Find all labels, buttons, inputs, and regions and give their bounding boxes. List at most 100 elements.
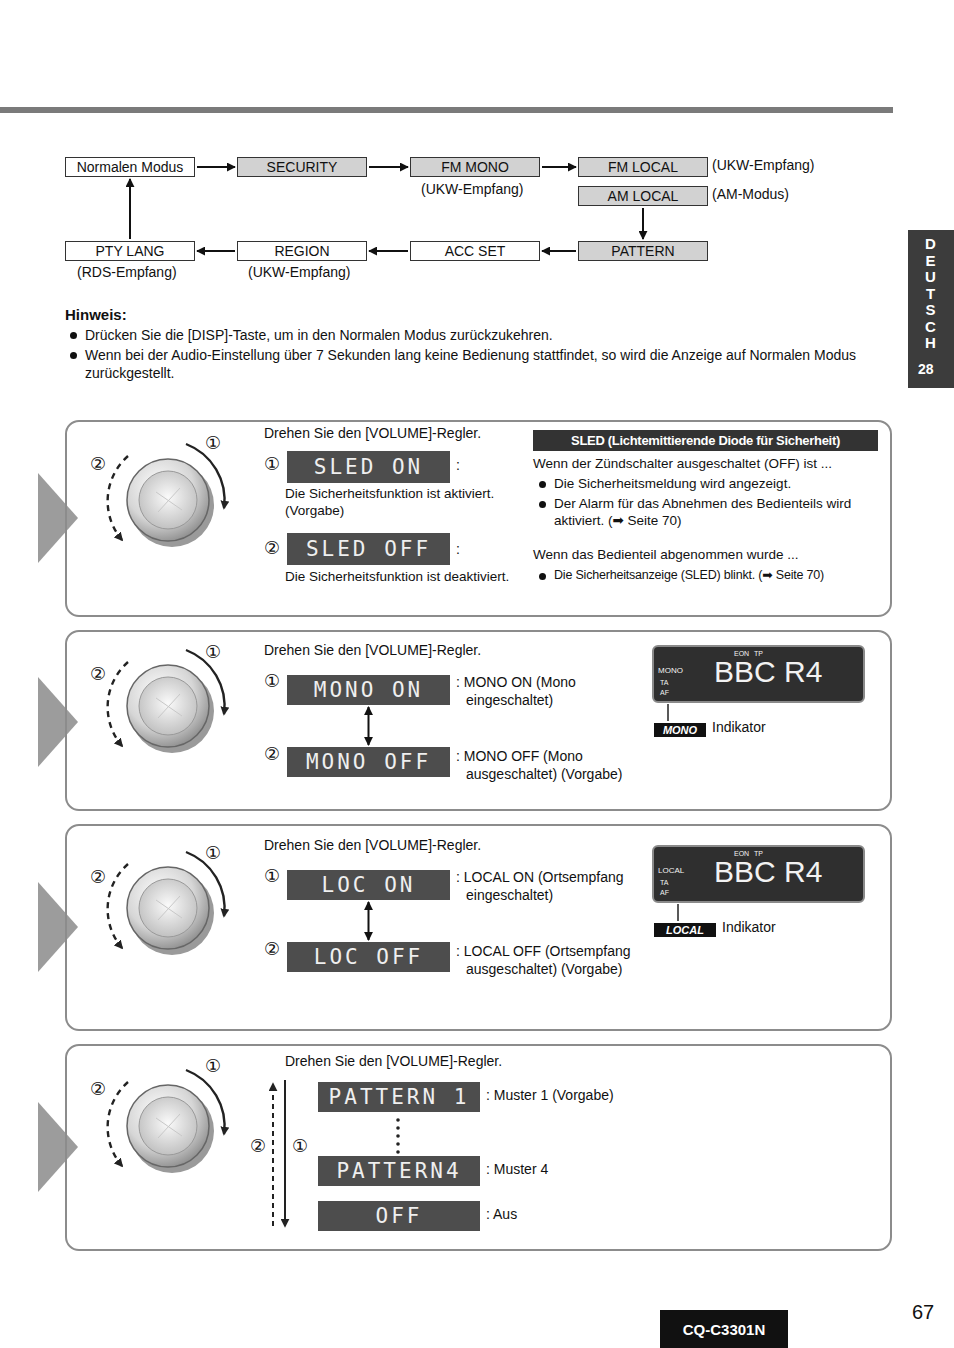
note-text: Die Sicherheitsfunktion ist deaktiviert. <box>285 569 510 586</box>
flow-arrow <box>369 250 408 252</box>
instruction-text: Drehen Sie den [VOLUME]-Regler. <box>264 838 481 853</box>
volume-knob <box>108 852 225 955</box>
mode-box: PATTERN <box>578 241 708 261</box>
lcd-display: LOC ON <box>287 870 450 900</box>
box-text: MONO ON <box>314 678 424 702</box>
flow-arrow <box>542 166 576 168</box>
lcd-display: OFF <box>318 1201 480 1231</box>
note-text: Indikator <box>722 919 776 937</box>
lcd-display: MONO OFF <box>287 747 450 777</box>
step-panel: Drehen Sie den [VOLUME]-Regler. MONO ON MO… <box>65 630 892 811</box>
option-text: : LOCAL ON (Ortsempfang eingeschaltet) <box>456 869 656 904</box>
lcd-display: PATTERN4 <box>318 1156 480 1186</box>
box-text: Normalen Modus <box>77 159 184 175</box>
callout-number: ② <box>264 745 280 763</box>
small-label: AF <box>660 689 669 697</box>
header-bar <box>0 107 893 113</box>
box-text: PTY LANG <box>96 243 165 259</box>
indicator-tag: MONO <box>654 723 706 737</box>
direction-arrow <box>284 1080 286 1226</box>
option-text: : MONO OFF (Mono ausgeschaltet) (Vorgabe… <box>456 748 646 783</box>
lcd-display: MONO ON <box>287 675 450 705</box>
note-text: Drücken Sie die [DISP]-Taste, um in den … <box>85 327 885 345</box>
indicator-tag: LOCAL <box>654 923 716 937</box>
step-panel: Drehen Sie den [VOLUME]-Regler. PATTERN 1… <box>65 1044 892 1251</box>
box-text: ACC SET <box>445 243 506 259</box>
note-text: : Muster 1 (Vorgabe) <box>486 1087 614 1105</box>
mode-box: ACC SET <box>410 241 540 261</box>
callout-number: ① <box>264 867 280 885</box>
note-text: (AM-Modus) <box>712 186 789 204</box>
instruction-text: Drehen Sie den [VOLUME]-Regler. <box>285 1054 502 1069</box>
callout-number: ① <box>205 643 221 661</box>
option-text: : LOCAL OFF (Ortsempfang ausgeschaltet) … <box>456 943 656 978</box>
note-text: : Aus <box>486 1206 517 1224</box>
flow-arrow <box>129 179 131 239</box>
display-text: BBC R4 <box>714 855 822 888</box>
flow-arrow <box>197 166 235 168</box>
note-text: : <box>456 541 460 559</box>
callout-number: ① <box>205 1057 221 1075</box>
small-label: AF <box>660 889 669 897</box>
mode-box: FM MONO <box>410 157 540 177</box>
callout-number: ② <box>264 539 280 557</box>
bullet <box>70 352 77 359</box>
note-text: : Muster 4 <box>486 1161 548 1179</box>
mode-box: REGION <box>237 241 367 261</box>
callout-number: ① <box>292 1137 308 1155</box>
box-text: MONO OFF <box>306 750 431 774</box>
step-marker <box>38 677 78 767</box>
note-heading: Hinweis: <box>65 306 127 325</box>
instruction-text: Drehen Sie den [VOLUME]-Regler. <box>264 643 481 658</box>
flow-arrow <box>368 902 370 940</box>
callout-number: ① <box>205 844 221 862</box>
mode-box: AM LOCAL <box>578 186 708 206</box>
page-number: 67 <box>912 1300 934 1325</box>
callout-number: ② <box>90 868 106 886</box>
note-text: Die Sicherheitsfunktion ist aktiviert. (… <box>285 486 530 520</box>
note-text: (UKW-Empfang) <box>421 181 523 199</box>
note-text: Die Sicherheitsmeldung wird angezeigt. <box>554 476 874 493</box>
callout-number: ① <box>264 672 280 690</box>
note-text: : <box>456 457 460 475</box>
radio-display: EONTPMONOTAAFBBC R4 <box>652 645 865 703</box>
note-text: (RDS-Empfang) <box>77 264 177 282</box>
callout-number: ① <box>205 434 221 452</box>
flow-arrow <box>368 707 370 745</box>
box-text: OFF <box>376 1204 423 1228</box>
display-text: BBC R4 <box>714 655 822 688</box>
leader-line <box>667 704 669 721</box>
box-text: LOC OFF <box>314 945 424 969</box>
flow-arrow <box>642 208 644 239</box>
flow-arrow <box>197 250 235 252</box>
note-text: Wenn der Zündschalter ausgeschaltet (OFF… <box>533 456 883 473</box>
box-text: SECURITY <box>267 159 338 175</box>
volume-knob <box>108 650 225 753</box>
note-text: (UKW-Empfang) <box>712 157 814 175</box>
model-badge: CQ-C3301N <box>660 1310 788 1348</box>
note-text: Der Alarm für das Abnehmen des Bedientei… <box>554 496 874 530</box>
option-text: : MONO ON (Mono eingeschaltet) <box>456 674 651 709</box>
mode-box: FM LOCAL <box>578 157 708 177</box>
box-text: PATTERN <box>611 243 674 259</box>
lcd-display: PATTERN 1 <box>318 1082 480 1112</box>
callout-number: ② <box>250 1137 266 1155</box>
section-heading: SLED (Lichtemittierende Diode für Sicher… <box>533 430 878 451</box>
direction-arrow <box>272 1084 274 1226</box>
note-text: Die Sicherheitsanzeige (SLED) blinkt. (➡… <box>554 568 888 584</box>
box-text: FM MONO <box>441 159 509 175</box>
mode-box: PTY LANG <box>65 241 195 261</box>
page-section: 28 <box>918 362 934 377</box>
callout-number: ② <box>90 665 106 683</box>
leader-line <box>677 904 679 921</box>
flow-arrow <box>542 250 576 252</box>
box-text: PATTERN 1 <box>329 1085 470 1109</box>
lcd-display: LOC OFF <box>287 942 450 972</box>
box-text: SLED ON <box>314 455 424 479</box>
box-text: PATTERN4 <box>336 1159 461 1183</box>
volume-knob <box>108 444 225 547</box>
small-label: TA <box>660 879 668 887</box>
flow-arrow <box>369 166 408 168</box>
instruction-text: Drehen Sie den [VOLUME]-Regler. <box>264 426 481 441</box>
box-text: AM LOCAL <box>608 188 679 204</box>
